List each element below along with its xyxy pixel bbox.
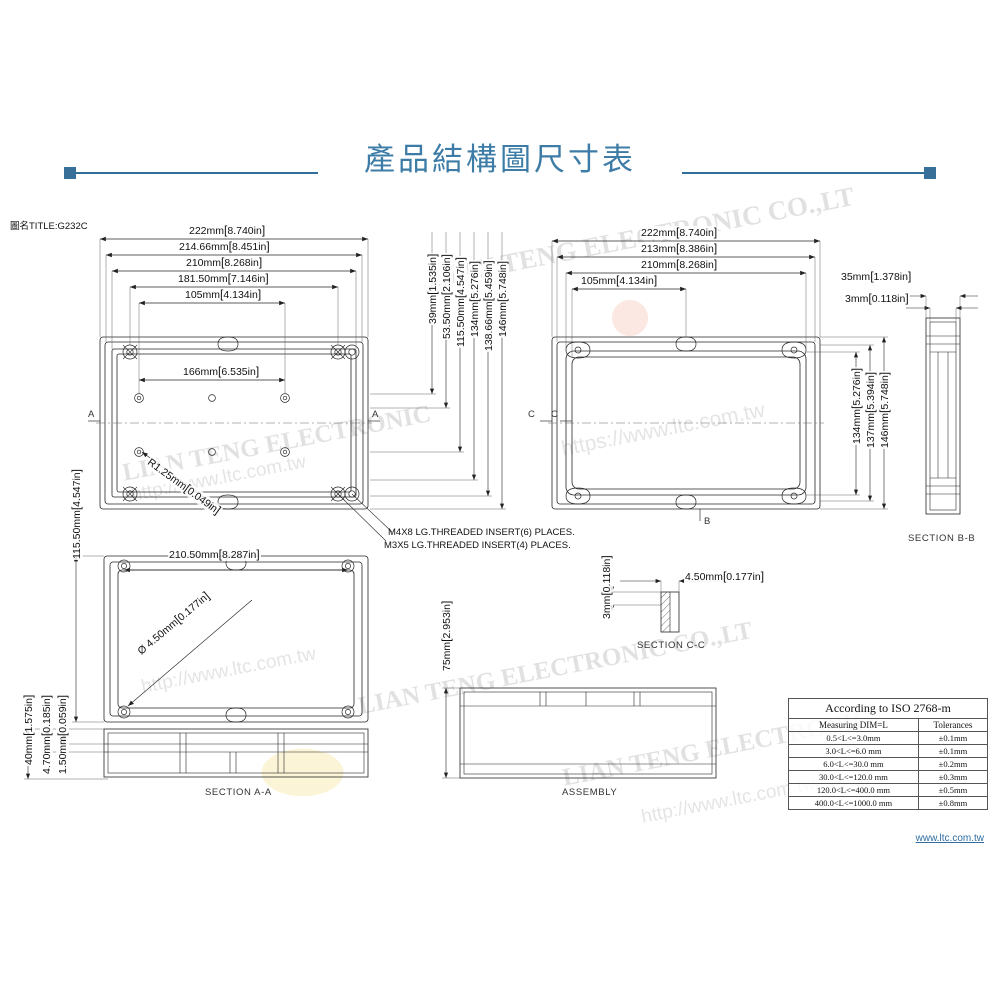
dim-top-181: 181.50mm[7.146in] xyxy=(177,271,270,285)
tolerance-range: 0.5<L<=3.0mm xyxy=(788,731,919,745)
watermark-url-3: http://www.ltc.com.tw xyxy=(139,643,318,698)
tolerance-value: ±0.1mm xyxy=(917,731,989,745)
note-m4x8: M4X8 LG.THREADED INSERT(6) PLACES. xyxy=(388,527,575,538)
tolerance-range: 3.0<L<=6.0 mm xyxy=(788,744,919,758)
tolerance-table-caption: According to ISO 2768-m xyxy=(788,698,988,719)
page-title: 產品結構圖尺寸表 xyxy=(364,142,636,178)
dim-v-115: 115.50mm[4.547in] xyxy=(453,256,467,348)
dim-assembly-75: 75mm[2.953in] xyxy=(439,599,453,672)
dim-v-146: 146mm[5.748in] xyxy=(495,259,509,338)
section-cc-label: SECTION C-C xyxy=(637,640,706,651)
table-row: 30.0<L<=120.0 mm ±0.3mm xyxy=(788,770,989,784)
dim-v-53: 53.50mm[2.106in] xyxy=(439,253,453,340)
section-mark-b: B xyxy=(704,516,711,527)
website-link[interactable]: www.ltc.com.tw xyxy=(915,833,984,844)
section-bb-label: SECTION B-B xyxy=(908,533,976,544)
table-row: 400.0<L<=1000.0 mm ±0.8mm xyxy=(788,796,989,810)
dim-bottom-v-40: 40mm[1.575in] xyxy=(21,693,35,766)
tolerance-value: ±0.5mm xyxy=(917,783,989,797)
section-mark-a-right: A xyxy=(372,409,379,420)
tolerance-range: 400.0<L<=1000.0 mm xyxy=(788,796,919,810)
dim-cc-3: 3mm[0.118in] xyxy=(599,554,613,620)
tolerance-value: ±0.1mm xyxy=(917,744,989,758)
dim-right-210: 210mm[8.268in] xyxy=(640,257,719,271)
header-square-right-icon xyxy=(924,167,936,179)
assembly-label: ASSEMBLY xyxy=(562,787,618,798)
watermark-company-3: LIAN TENG ELECTRONIC CO.,LT xyxy=(356,617,755,721)
tolerance-header-tol: Tolerances xyxy=(917,718,989,732)
dim-radius-r125: R1.25mm[0.049in] xyxy=(144,455,224,518)
table-row: 0.5<L<=3.0mm ±0.1mm xyxy=(788,731,989,745)
tolerance-value: ±0.3mm xyxy=(917,770,989,784)
table-row: 6.0<L<=30.0 mm ±0.2mm xyxy=(788,757,989,771)
header-rule-right xyxy=(682,172,924,174)
dim-v-138: 138.66mm[5.459in] xyxy=(481,259,495,352)
tolerance-range: 30.0<L<=120.0 mm xyxy=(788,770,919,784)
dim-v-134: 134mm[5.276in] xyxy=(467,259,481,338)
dim-top-210: 210mm[8.268in] xyxy=(185,255,264,269)
header-square-left-icon xyxy=(64,167,76,179)
section-mark-c-left: C xyxy=(528,409,536,420)
section-mark-c-right: C xyxy=(551,409,559,420)
section-mark-a-left: A xyxy=(88,409,95,420)
dim-right-222: 222mm[8.740in] xyxy=(640,225,719,239)
header-rule-left xyxy=(76,172,318,174)
tolerance-header-dim: Measuring DIM=L xyxy=(788,718,919,732)
dim-internal-166: 166mm[6.535in] xyxy=(182,364,261,378)
dim-top-214: 214.66mm[8.451in] xyxy=(178,239,271,253)
dim-v-39: 39mm[1.535in] xyxy=(425,252,439,325)
tolerance-range: 6.0<L<=30.0 mm xyxy=(788,757,919,771)
section-aa-label: SECTION A-A xyxy=(205,787,272,798)
watermark-url-1: https://www.ltc.com.tw xyxy=(559,398,767,461)
table-row: 3.0<L<=6.0 mm ±0.1mm xyxy=(788,744,989,758)
dim-bottom-v-115: 115.50mm[4.547in] xyxy=(69,468,83,560)
tolerance-range: 120.0<L<=400.0 mm xyxy=(788,783,919,797)
tolerance-table: According to ISO 2768-m Measuring DIM=L … xyxy=(788,698,989,810)
dim-bb-35: 35mm[1.378in] xyxy=(840,269,913,283)
dim-bottom-210-50: 210.50mm[8.287in] xyxy=(168,547,261,561)
table-row: 120.0<L<=400.0 mm ±0.5mm xyxy=(788,783,989,797)
dim-right-v-137: 137mm[5.394in] xyxy=(863,370,877,449)
dim-right-213: 213mm[8.386in] xyxy=(640,241,719,255)
dim-top-105: 105mm[4.134in] xyxy=(184,287,263,301)
dim-right-v-134: 134mm[5.276in] xyxy=(849,366,863,445)
dim-bb-3: 3mm[0.118in] xyxy=(844,291,910,305)
dim-top-222: 222mm[8.740in] xyxy=(188,223,267,237)
page-header: 產品結構圖尺寸表 xyxy=(0,0,1000,179)
title-block-text: 圖名TITLE:G232C xyxy=(10,221,88,232)
tolerance-value: ±0.8mm xyxy=(917,796,989,810)
tolerance-value: ±0.2mm xyxy=(917,757,989,771)
dim-right-105: 105mm[4.134in] xyxy=(580,273,659,287)
dim-right-v-146: 146mm[5.748in] xyxy=(877,370,891,449)
dim-bottom-v-150: 1.50mm[0.059in] xyxy=(55,693,69,775)
note-m3x5: M3X5 LG.THREADED INSERT(4) PLACES. xyxy=(384,540,571,551)
dim-cc-450: 4.50mm[0.177in] xyxy=(684,569,766,583)
watermark-logo-icon xyxy=(607,295,653,341)
dim-diameter-450: Ø 4.50mm[0.177in] xyxy=(134,588,213,658)
dim-bottom-v-470: 4.70mm[0.185in] xyxy=(39,693,53,775)
